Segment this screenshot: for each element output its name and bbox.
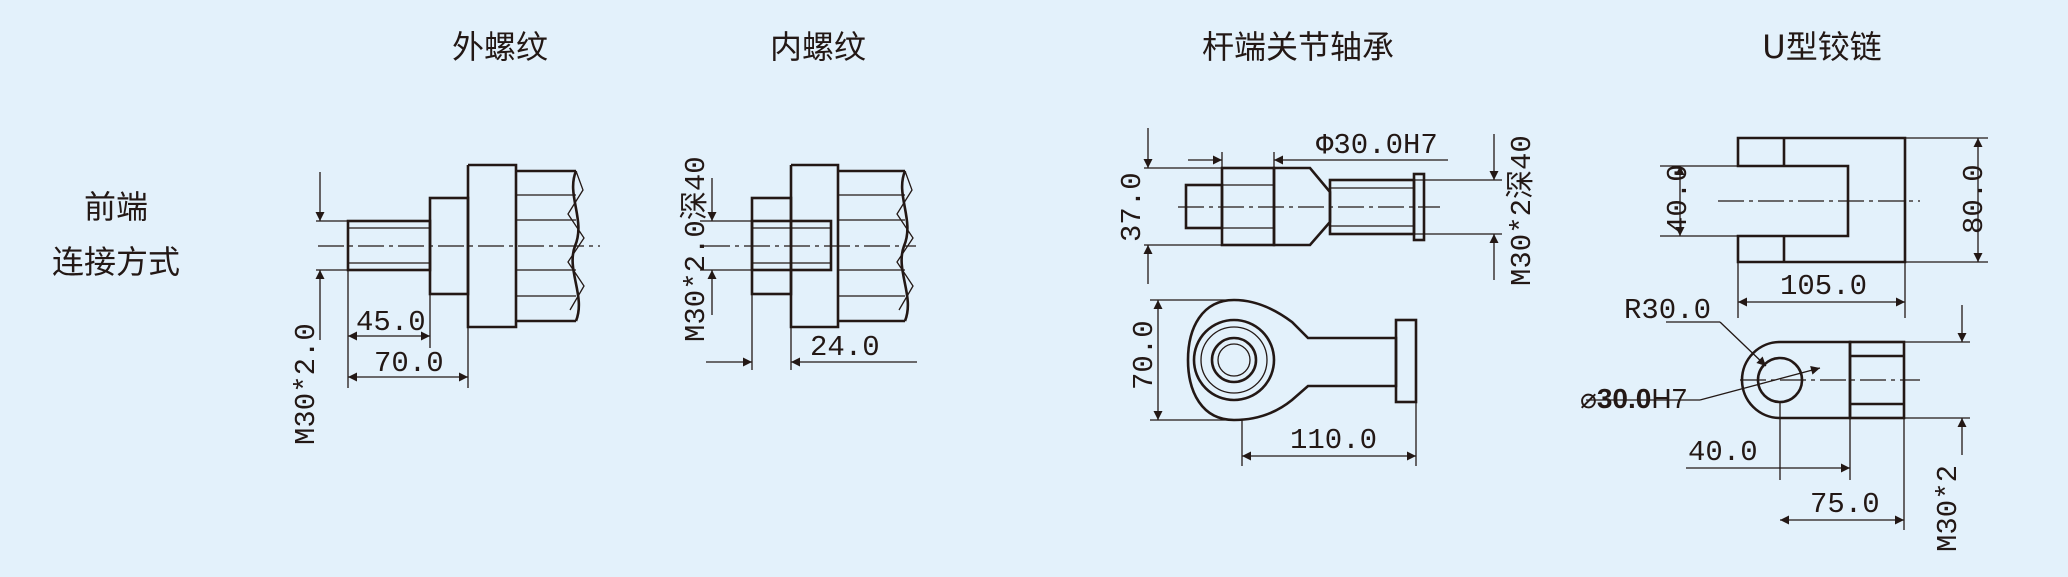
u-clevis-bore-prefix: ⌀ bbox=[1580, 383, 1597, 414]
header-rod-end-bearing: 杆端关节轴承 bbox=[1202, 28, 1394, 66]
row-label-line2: 连接方式 bbox=[52, 243, 180, 281]
rod-end-front-view bbox=[1150, 298, 1418, 466]
rod-end-front-shank-end bbox=[1394, 318, 1418, 404]
u-clevis-offset: 40.0 bbox=[1688, 436, 1758, 469]
u-clevis-thread-spec: M30*2 bbox=[1932, 465, 1965, 552]
rod-end-eye-body bbox=[1186, 298, 1398, 422]
rod-end-ball bbox=[1210, 336, 1258, 384]
ext-length-short: 45.0 bbox=[356, 306, 426, 339]
ext-length-long: 70.0 bbox=[374, 347, 444, 380]
u-clevis-length: 75.0 bbox=[1810, 488, 1880, 521]
rod-end-side-view bbox=[1143, 128, 1502, 284]
ext-thread-spec: M30*2.0 bbox=[290, 323, 323, 445]
ext-body-lines bbox=[516, 194, 576, 297]
u-clevis-radius: R30.0 bbox=[1624, 294, 1711, 327]
rod-end-outer-race bbox=[1192, 318, 1276, 402]
u-clevis-top-view bbox=[1660, 136, 1988, 318]
u-clevis-bore-spec: ⌀30.0H7 bbox=[1580, 383, 1687, 414]
u-clevis-width: 105.0 bbox=[1780, 270, 1867, 303]
u-clevis-bore-value: 30.0 bbox=[1597, 383, 1652, 414]
u-clevis-height: 80.0 bbox=[1958, 164, 1991, 234]
ext-break-hatch bbox=[567, 170, 585, 311]
int-thread-spec: M30*2.0深40 bbox=[679, 156, 713, 342]
u-clevis-eye bbox=[1740, 340, 1852, 420]
u-clevis-front-view bbox=[1586, 305, 1970, 530]
header-u-clevis: U型铰链 bbox=[1762, 28, 1881, 66]
u-clevis-gap: 40.0 bbox=[1662, 164, 1695, 234]
header-external-thread: 外螺纹 bbox=[452, 28, 548, 66]
int-depth: 24.0 bbox=[810, 331, 880, 364]
rod-end-thread-spec: M30*2深40 bbox=[1505, 135, 1539, 286]
external-thread-drawing bbox=[315, 163, 600, 388]
rod-end-height-top: 37.0 bbox=[1116, 172, 1149, 242]
rod-end-bore: Φ30.0H7 bbox=[1316, 129, 1438, 162]
row-label-line1: 前端 bbox=[84, 188, 148, 226]
rod-end-length: 110.0 bbox=[1290, 424, 1377, 457]
u-clevis-bore-suffix: H7 bbox=[1651, 383, 1687, 414]
u-clevis-outline bbox=[1736, 136, 1907, 264]
rod-end-height-bottom: 70.0 bbox=[1128, 320, 1161, 390]
internal-thread-drawing bbox=[700, 163, 917, 370]
header-internal-thread: 内螺纹 bbox=[770, 28, 866, 66]
